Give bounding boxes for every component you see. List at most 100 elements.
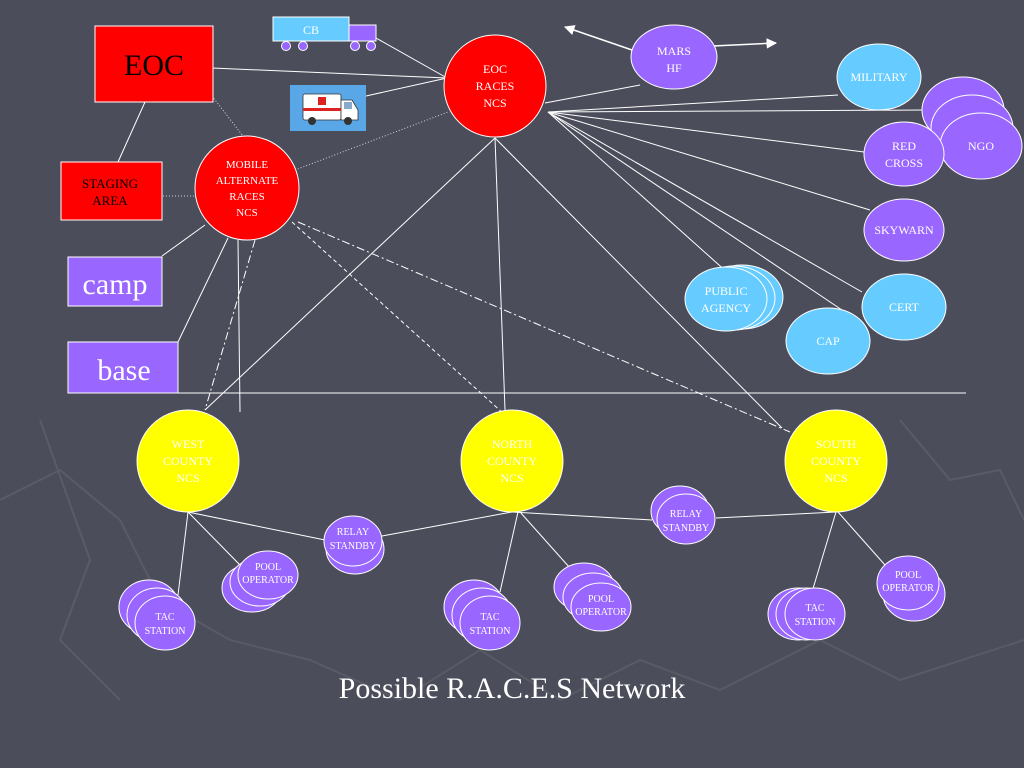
svg-text:NCS: NCS — [176, 471, 199, 485]
base-label: base — [97, 354, 150, 387]
south-county-ncs-node: SOUTH COUNTY NCS — [784, 409, 888, 513]
svg-text:TAC: TAC — [155, 612, 175, 623]
dotted-connections — [163, 95, 449, 197]
skywarn-node: SKYWARN — [863, 198, 945, 262]
svg-text:MARS: MARS — [657, 44, 691, 58]
military-node: MILITARY — [836, 43, 922, 111]
svg-text:POOL: POOL — [588, 594, 614, 605]
svg-text:EOC: EOC — [483, 62, 507, 76]
cert-node: CERT — [861, 273, 947, 341]
mars-arrow-right — [712, 38, 778, 49]
ambulance-icon — [290, 85, 366, 131]
link-mobile-camp — [161, 224, 206, 257]
svg-text:HF: HF — [666, 61, 682, 75]
svg-text:MOBILE: MOBILE — [226, 159, 268, 171]
svg-text:COUNTY: COUNTY — [163, 454, 213, 468]
svg-text:RED: RED — [892, 139, 916, 153]
link-eoc-staging — [117, 101, 146, 163]
svg-text:RACES: RACES — [476, 79, 515, 93]
link-west-tac — [177, 511, 189, 596]
base-box: base — [67, 341, 179, 394]
mars-arrows — [564, 25, 778, 51]
svg-text:TAC: TAC — [480, 612, 500, 623]
tac-station-stack-west: TAC STATION — [118, 579, 196, 651]
svg-text:CAP: CAP — [816, 334, 840, 348]
link-ncs-publicagency — [547, 111, 739, 283]
link-ncs-north — [494, 137, 506, 411]
link-south-tac — [811, 511, 837, 593]
link-mobile-base — [177, 237, 229, 343]
mobile-alternate-races-ncs-node: MOBILE ALTERNATE RACES NCS — [194, 135, 300, 241]
link-south-pool — [837, 511, 886, 566]
link-cb-ncs — [375, 37, 448, 79]
svg-text:STATION: STATION — [470, 626, 511, 637]
staging-line-2: AREA — [92, 193, 128, 208]
eoc-races-ncs-node: EOC RACES NCS — [443, 34, 547, 138]
link-north-relay2 — [511, 511, 653, 521]
link-mobile-west — [237, 239, 241, 413]
mars-hf-node: MARS HF — [630, 24, 718, 90]
svg-text:OPERATOR: OPERATOR — [882, 583, 934, 594]
svg-text:RACES: RACES — [229, 191, 264, 203]
svg-text:TAC: TAC — [805, 603, 825, 614]
svg-text:PUBLIC: PUBLIC — [705, 284, 748, 298]
svg-text:COUNTY: COUNTY — [811, 454, 861, 468]
camp-label: camp — [83, 268, 148, 301]
link-west-relay — [187, 511, 326, 541]
camp-box: camp — [67, 256, 163, 307]
cb-truck-icon: CB — [272, 16, 377, 51]
pool-operator-stack-south: POOL OPERATOR — [876, 555, 946, 622]
svg-text:SKYWARN: SKYWARN — [874, 223, 934, 237]
cb-label: CB — [303, 23, 319, 37]
svg-text:NORTH: NORTH — [492, 437, 533, 451]
north-county-ncs-node: NORTH COUNTY NCS — [460, 409, 564, 513]
public-agency-node-stack: PUBLIC AGENCY — [684, 264, 784, 332]
svg-text:MILITARY: MILITARY — [850, 70, 907, 84]
staging-line-1: STAGING — [82, 176, 138, 191]
svg-text:OPERATOR: OPERATOR — [242, 575, 294, 586]
red-cross-node: RED CROSS — [863, 121, 945, 187]
link-north-pool — [519, 511, 571, 569]
ngo-node-stack: NGO — [921, 76, 1023, 180]
relay-standby-node-west: RELAY STANDBY — [323, 515, 385, 575]
link-ambulance-ncs — [365, 77, 448, 97]
ngo-label: NGO — [968, 139, 994, 153]
svg-text:NCS: NCS — [500, 471, 523, 485]
svg-text:NCS: NCS — [483, 96, 506, 110]
staging-area-box: STAGING AREA — [60, 161, 163, 221]
link-ncs-mars — [544, 84, 641, 104]
diagram-title: Possible R.A.C.E.S Network — [338, 672, 686, 705]
svg-text:NCS: NCS — [824, 471, 847, 485]
svg-text:CERT: CERT — [889, 300, 920, 314]
svg-text:ALTERNATE: ALTERNATE — [216, 175, 279, 187]
mars-arrow-left — [564, 25, 633, 51]
svg-text:POOL: POOL — [895, 570, 921, 581]
svg-text:CROSS: CROSS — [885, 156, 923, 170]
tac-station-stack-south: TAC STATION — [767, 587, 846, 641]
svg-text:NCS: NCS — [236, 207, 257, 219]
link-ncs-ngo — [547, 109, 926, 113]
svg-text:STATION: STATION — [795, 617, 836, 628]
svg-text:STATION: STATION — [145, 626, 186, 637]
relay-standby-node-south: RELAY STANDBY — [650, 485, 716, 545]
link-ncs-skywarn — [547, 111, 871, 211]
svg-text:COUNTY: COUNTY — [487, 454, 537, 468]
link-ncs-cap — [547, 111, 843, 311]
eoc-label: EOC — [124, 49, 184, 82]
link-ncs-cert — [547, 111, 863, 293]
link-ncs-military — [547, 94, 839, 113]
svg-text:RELAY: RELAY — [337, 527, 369, 538]
link-north-tac — [499, 511, 519, 593]
tac-station-stack-north: TAC STATION — [443, 579, 521, 651]
link-west-pool — [187, 511, 241, 566]
background-map-watermark — [0, 419, 1024, 702]
link-ncs-redcross — [547, 111, 865, 153]
connections — [68, 37, 966, 596]
eoc-box: EOC — [94, 25, 214, 103]
link-relay-north — [381, 511, 513, 537]
svg-text:POOL: POOL — [255, 562, 281, 573]
svg-text:OPERATOR: OPERATOR — [575, 607, 627, 618]
svg-text:AGENCY: AGENCY — [701, 301, 751, 315]
link-ncs-south — [494, 137, 783, 429]
